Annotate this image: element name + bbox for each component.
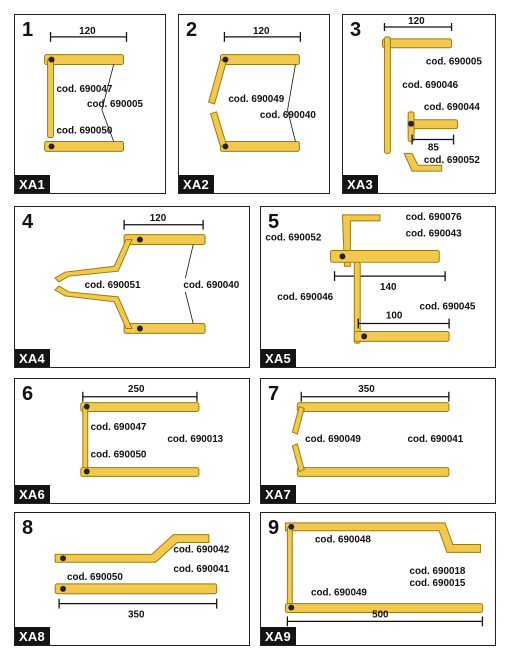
code-label: cod. 690013 bbox=[167, 434, 223, 445]
code-label: cod. 690050 bbox=[56, 126, 112, 137]
panel-number: 7 bbox=[268, 383, 280, 405]
dimension-label: 120 bbox=[79, 26, 96, 37]
lower-arm bbox=[44, 141, 125, 152]
code-label: cod. 690051 bbox=[85, 280, 141, 291]
panel-xa4: 4 120 cod. 690051 cod. 690040 XA4 bbox=[14, 206, 250, 368]
panel-xa3: 3 120 cod. 690005 cod. 690046 cod. 69004… bbox=[342, 14, 496, 194]
code-label: cod. 690045 bbox=[419, 302, 475, 313]
panel-number: 4 bbox=[22, 211, 34, 233]
code-label: cod. 690048 bbox=[315, 535, 371, 546]
panel-number: 2 bbox=[186, 19, 198, 41]
code-label: cod. 690076 bbox=[406, 212, 462, 223]
arm-diagram: cod. 690048 cod. 690018 cod. 690049 cod.… bbox=[284, 522, 484, 627]
code-label: cod. 690052 bbox=[424, 155, 480, 166]
panel-xa8: 8 cod. 690042 cod. 690050 cod. 690041 35… bbox=[14, 512, 250, 646]
dimension-label: 140 bbox=[380, 282, 397, 293]
code-label: cod. 690042 bbox=[173, 544, 229, 555]
panel-tag: XA3 bbox=[343, 175, 378, 193]
panel-number: 9 bbox=[268, 517, 280, 539]
upper-arm bbox=[44, 54, 125, 66]
code-label: cod. 690015 bbox=[410, 578, 466, 589]
panel-xa2: 2 120 cod. 690049 cod. 690040 XA2 bbox=[178, 14, 330, 194]
arm-diagram: cod. 690076 cod. 690052 cod. 690043 140 … bbox=[265, 212, 476, 344]
panel-tag: XA6 bbox=[15, 485, 50, 503]
dimension-label: 120 bbox=[253, 26, 270, 37]
panel-xa7: 7 350 cod. 690049 cod. 690041 XA7 bbox=[260, 378, 496, 504]
panel-tag: XA1 bbox=[15, 175, 50, 193]
code-label: cod. 690040 bbox=[260, 110, 316, 121]
arm-diagram: 120 cod. 690005 cod. 690046 cod. 690044 … bbox=[381, 16, 482, 172]
code-label: cod. 690047 bbox=[91, 422, 147, 433]
arm-diagram: 120 cod. 690051 cod. 690040 bbox=[54, 213, 240, 334]
code-label: cod. 690046 bbox=[277, 292, 333, 303]
code-label: cod. 690044 bbox=[424, 102, 480, 113]
dimension-label: 500 bbox=[372, 609, 389, 620]
code-label: cod. 690046 bbox=[402, 80, 458, 91]
code-label: cod. 690040 bbox=[183, 280, 239, 291]
arm-diagram: 120 cod. 690047 cod. 690005 cod. 690050 bbox=[44, 26, 143, 152]
code-label: cod. 690049 bbox=[311, 588, 367, 599]
panel-number: 6 bbox=[22, 383, 34, 405]
code-label: cod. 690047 bbox=[56, 84, 112, 95]
code-label: cod. 690041 bbox=[173, 564, 229, 575]
code-label: cod. 690018 bbox=[410, 566, 466, 577]
dimension-label: 350 bbox=[128, 609, 145, 620]
code-label: cod. 690050 bbox=[91, 450, 147, 461]
dimension-label: 120 bbox=[150, 213, 167, 224]
panel-tag: XA7 bbox=[261, 485, 296, 503]
arm-diagram: 250 cod. 690047 cod. 690013 cod. 690050 bbox=[80, 384, 224, 477]
code-label: cod. 690050 bbox=[67, 572, 123, 583]
code-label: cod. 690005 bbox=[426, 57, 482, 68]
panel-xa9: 9 cod. 690048 cod. 690018 cod. 690049 co… bbox=[260, 512, 496, 646]
panel-xa1: 1 120 cod. 690047 cod. 690005 cod. 69005… bbox=[14, 14, 166, 194]
panel-tag: XA4 bbox=[15, 349, 50, 367]
panel-number: 3 bbox=[350, 19, 362, 41]
panel-tag: XA2 bbox=[179, 175, 214, 193]
panel-number: 8 bbox=[22, 517, 34, 539]
code-label: cod. 690041 bbox=[408, 434, 464, 445]
electrode-rod bbox=[47, 58, 54, 139]
code-label: cod. 690049 bbox=[305, 434, 361, 445]
dimension-label: 350 bbox=[358, 384, 375, 395]
panel-tag: XA5 bbox=[261, 349, 296, 367]
panel-tag: XA8 bbox=[15, 627, 50, 645]
panel-number: 1 bbox=[22, 19, 34, 41]
dimension-label: 120 bbox=[408, 16, 425, 27]
dimension-label: 85 bbox=[428, 142, 439, 153]
code-label: cod. 690052 bbox=[265, 233, 321, 244]
panel-number: 5 bbox=[268, 211, 280, 233]
arm-diagram: 350 cod. 690049 cod. 690041 bbox=[291, 384, 464, 477]
code-label: cod. 690005 bbox=[87, 99, 143, 110]
panel-tag: XA9 bbox=[261, 627, 296, 645]
arm-diagram: 120 cod. 690049 cod. 690040 bbox=[208, 26, 316, 152]
code-label: cod. 690049 bbox=[228, 94, 284, 105]
panel-xa5: 5 cod. 690076 cod. 690052 cod. 690043 14… bbox=[260, 206, 496, 368]
dimension-label: 100 bbox=[386, 311, 403, 322]
arm-diagram: cod. 690042 cod. 690050 cod. 690041 350 bbox=[54, 534, 230, 620]
panel-xa6: 6 250 cod. 690047 cod. 690013 cod. 69005… bbox=[14, 378, 250, 504]
dimension-label: 250 bbox=[128, 384, 145, 395]
code-label: cod. 690043 bbox=[406, 229, 462, 240]
